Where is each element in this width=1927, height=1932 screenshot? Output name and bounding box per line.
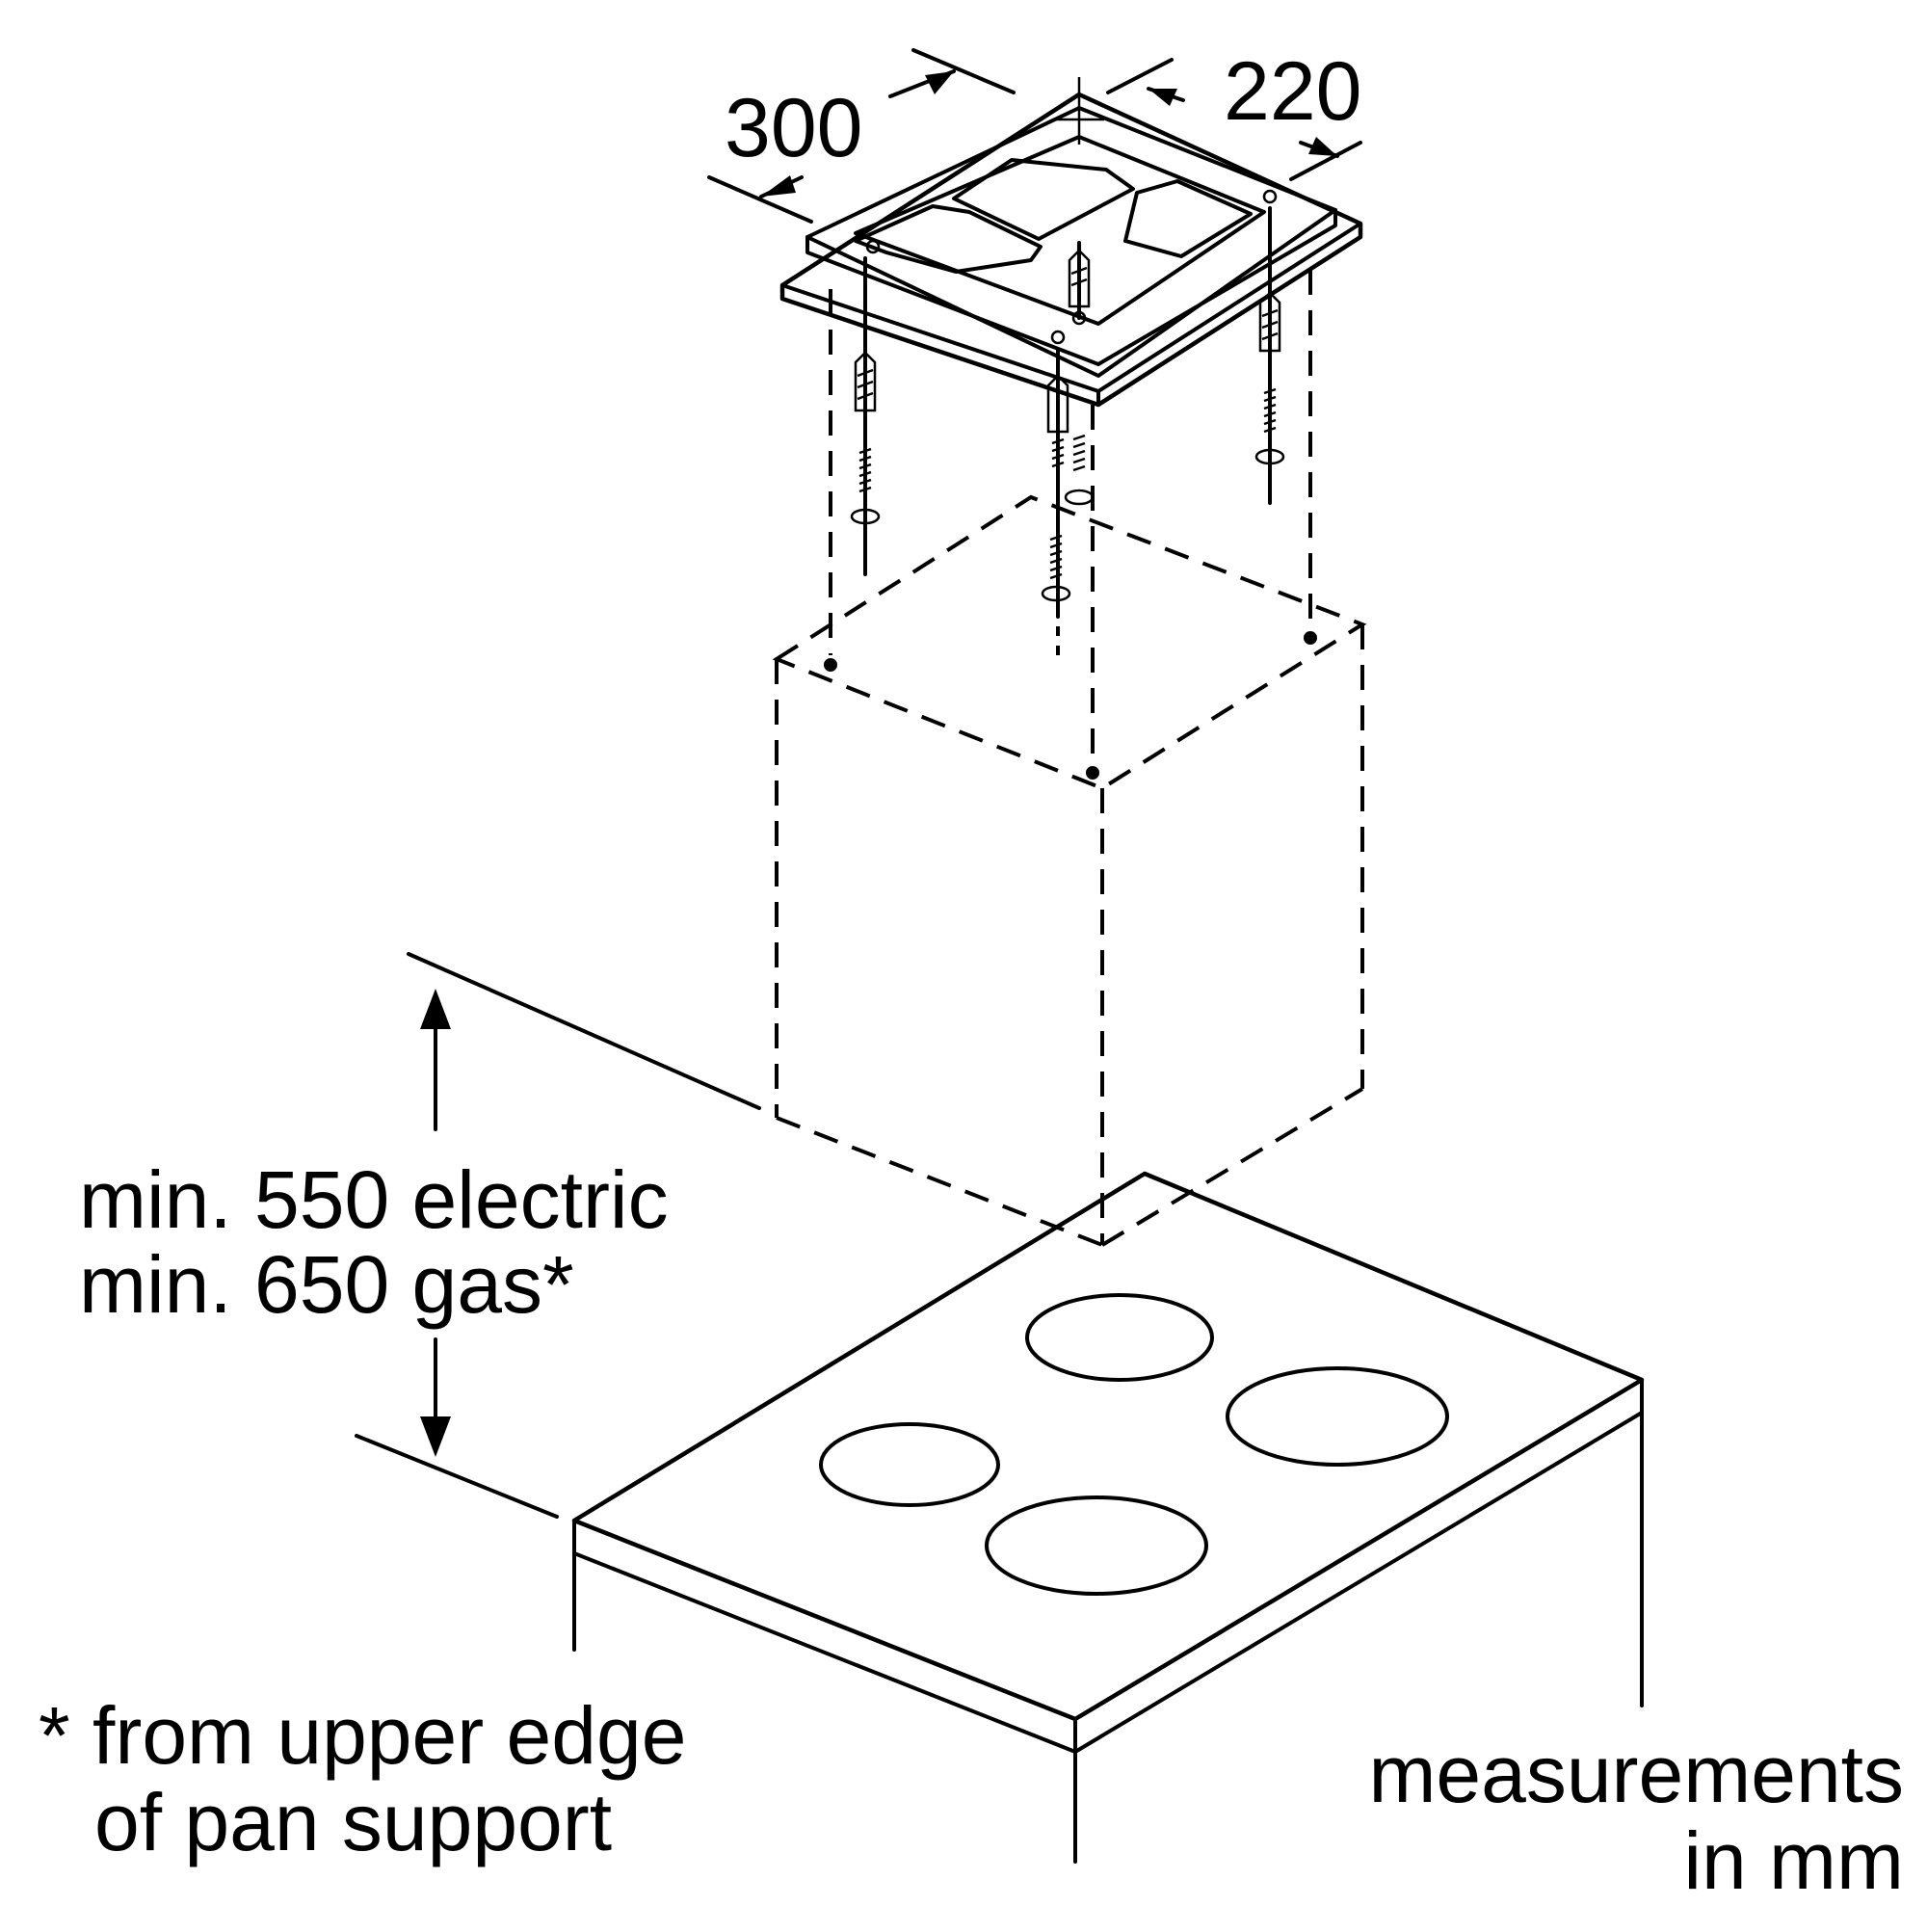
units-note-line-2: in mm [1683, 1815, 1904, 1906]
dimension-height: min. 550 electric min. 650 gas* [79, 952, 761, 1519]
burner-back [1025, 1293, 1214, 1382]
units-note-line-1: measurements [1368, 1729, 1904, 1819]
chimney-cover-outline [772, 270, 1367, 1247]
cooktop [571, 1171, 1645, 1864]
burner-right [1226, 1366, 1449, 1467]
ceiling-mounting-plate [779, 77, 1363, 408]
footnote-line-2: of pan support [94, 1777, 612, 1867]
burner-front [985, 1495, 1208, 1596]
fixing-screws-and-dowels [850, 206, 1285, 665]
footnote-line-1: * from upper edge [39, 1690, 686, 1781]
height-gas-label: min. 650 gas* [79, 1239, 574, 1330]
height-electric-label: min. 550 electric [79, 1154, 669, 1245]
burner-left [819, 1422, 1000, 1507]
dimension-width: 220 [1106, 45, 1362, 181]
width-dimension-label: 220 [1224, 45, 1362, 138]
dimension-depth: 300 [707, 48, 1016, 224]
depth-dimension-label: 300 [725, 82, 863, 174]
